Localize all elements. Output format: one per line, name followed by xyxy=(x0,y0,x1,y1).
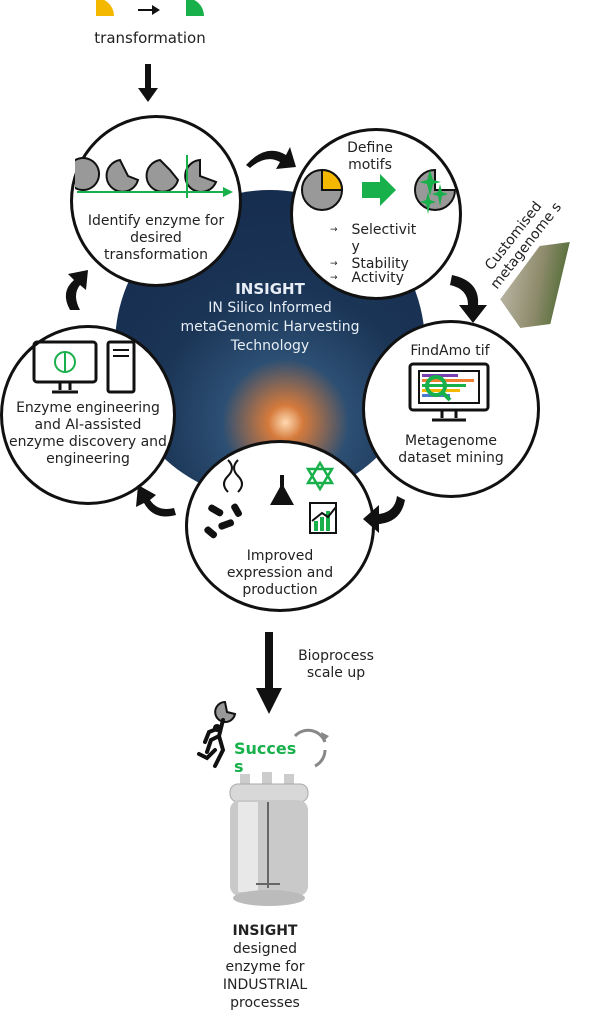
enzyme-shapes-icon xyxy=(75,155,233,198)
center-line3: Technology xyxy=(230,338,310,354)
bioreactor-icon xyxy=(229,772,309,906)
arrow-1-to-2-icon xyxy=(246,147,296,169)
criterion-selectivity: Selectivit y xyxy=(351,222,417,255)
success-label: Succes s xyxy=(234,739,297,776)
transformation-icon xyxy=(96,0,204,16)
cycle-arrows xyxy=(65,147,487,533)
expression-icons xyxy=(204,459,337,539)
criterion-stability: Stability xyxy=(351,256,409,272)
computer-ai-icon xyxy=(32,340,136,394)
improved-expression-label: Improved expression and production xyxy=(226,548,334,598)
findamotif-label: FindAmo tif xyxy=(410,343,490,359)
monitor-search-icon xyxy=(408,362,490,422)
scaleup-arrow-icon xyxy=(256,632,282,714)
motif-criteria-list: →Selectivit y →Stability →Activity xyxy=(330,222,450,287)
transformation-label: transformation xyxy=(94,29,206,47)
final-line1: designed xyxy=(233,941,297,957)
final-line2: enzyme for xyxy=(225,959,305,975)
define-motifs-title: Define motifs xyxy=(347,140,393,173)
criterion-activity: Activity xyxy=(351,270,404,286)
final-line3: INDUSTRIAL xyxy=(222,977,308,993)
final-line4: processes xyxy=(230,995,300,1011)
step-identify-label: Identify enzyme for desired transformati… xyxy=(87,213,225,263)
runner-icon xyxy=(197,700,237,768)
center-line1: IN Silico Informed xyxy=(208,300,332,316)
center-text: INSIGHT IN Silico Informed metaGenomic H… xyxy=(170,280,370,356)
arrow-5-to-1-icon xyxy=(65,270,88,310)
step-identify-enzyme xyxy=(70,115,242,287)
arrow-4-to-5-icon xyxy=(136,485,176,517)
motif-icon xyxy=(301,168,457,214)
enzyme-engineering-label: Enzyme engineering and AI-assisted enzym… xyxy=(9,400,167,467)
bioprocess-label: Bioprocess scale up xyxy=(298,648,374,681)
final-product-label: INSIGHT designed enzyme for INDUSTRIAL p… xyxy=(190,922,340,1012)
arrow-2-to-3-icon xyxy=(450,275,487,323)
step-define-motifs xyxy=(290,128,462,300)
metagenome-mining-label: Metagenome dataset mining xyxy=(398,433,504,466)
arrow-3-to-4-icon xyxy=(363,496,405,533)
final-insight: INSIGHT xyxy=(232,923,298,939)
down-arrow-icon xyxy=(138,64,158,102)
step-improved-expression xyxy=(185,440,375,612)
center-line2: metaGenomic Harvesting xyxy=(180,319,360,335)
step-enzyme-engineering xyxy=(0,325,176,505)
center-title: INSIGHT xyxy=(235,280,305,298)
recycle-arrow-icon xyxy=(293,728,329,768)
